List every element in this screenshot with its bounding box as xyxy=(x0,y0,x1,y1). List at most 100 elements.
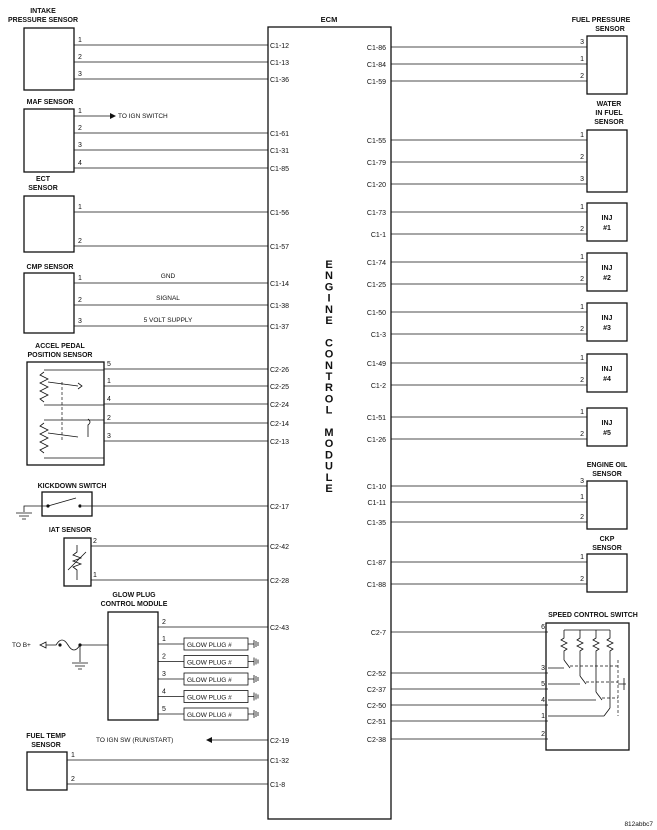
pin-number: 3 xyxy=(107,433,111,440)
fts-box xyxy=(26,751,68,791)
glow-plug-label: GLOW PLUG # xyxy=(187,642,232,649)
pin-number: 3 xyxy=(78,318,82,325)
generated-wires: 1C1-122C1-133C1-3612C1-613C1-314C1-851C1… xyxy=(67,37,628,789)
ect-sensor-title-2: SENSOR xyxy=(28,185,58,192)
ecm-connector-label: C2-43 xyxy=(270,625,289,632)
ecm-connector-label: C1-32 xyxy=(270,758,289,765)
ecm-vertical-letter: N xyxy=(325,304,333,316)
scs-dashed-links xyxy=(570,660,619,716)
ecm-connector-label: C1-51 xyxy=(367,415,386,422)
ecm-connector-label: C1-20 xyxy=(367,182,386,189)
pin-number: 3 xyxy=(78,142,82,149)
pin-number: 3 xyxy=(162,671,166,678)
ign-arrow-head xyxy=(206,737,212,743)
pin-number: 2 xyxy=(78,297,82,304)
ecm-vertical-letter: E xyxy=(325,483,332,495)
ecm-connector-label: C2-42 xyxy=(270,544,289,551)
gpcm-supply-wire xyxy=(39,639,108,670)
ecm-connector-label: C1-10 xyxy=(367,484,386,491)
pin-number: 2 xyxy=(71,776,75,783)
inj-1-box xyxy=(586,202,628,242)
fuel-pressure-sensor: FUEL PRESSURE SENSOR xyxy=(572,17,631,95)
pin-number: 2 xyxy=(93,538,97,545)
pin-number: 2 xyxy=(162,619,166,626)
inj-5-box xyxy=(586,407,628,447)
gpcm-title-1: GLOW PLUG xyxy=(112,592,156,599)
ecm-connector-label: C1-79 xyxy=(367,160,386,167)
kickdown-switch: KICKDOWN SWITCH xyxy=(16,483,107,520)
ecm-connector-label: C1-57 xyxy=(270,244,289,251)
ecm-vertical-letter: M xyxy=(324,427,333,439)
pin-number: 1 xyxy=(580,204,584,211)
pin-number: 2 xyxy=(580,431,584,438)
ign-note: TO IGN SW (RUN/START) xyxy=(96,737,173,744)
pin-number: 6 xyxy=(541,624,545,631)
app-resistor-1 xyxy=(39,371,49,403)
pin-number: 1 xyxy=(162,636,166,643)
scs-resistor-ladder xyxy=(560,629,614,708)
ecm-vertical-letter: O xyxy=(325,393,334,405)
wif-box xyxy=(586,129,628,193)
pin-number: 3 xyxy=(580,176,584,183)
ecm-vertical-letter: R xyxy=(325,382,333,394)
ecm-connector-label: C1-73 xyxy=(367,210,386,217)
ecm-connector-label: C2-50 xyxy=(367,703,386,710)
ckp-title-1: CKP xyxy=(600,536,615,543)
ecm-vertical-letter: I xyxy=(327,293,330,305)
ecm-vertical-letter: E xyxy=(325,315,332,327)
pin-number: 2 xyxy=(541,731,545,738)
scs-title: SPEED CONTROL SWITCH xyxy=(548,612,638,619)
ecm-connector-label: C1-59 xyxy=(367,79,386,86)
inj-4-box xyxy=(586,353,628,393)
pin-number: 5 xyxy=(541,681,545,688)
pin-number: 1 xyxy=(107,378,111,385)
cmp-sensor: CMP SENSOR GND SIGNAL 5 VOLT SUPPLY xyxy=(23,264,193,334)
pin-number: 1 xyxy=(78,275,82,282)
ecm-connector-label: C1-50 xyxy=(367,310,386,317)
ecm-connector-label: C2-19 xyxy=(270,738,289,745)
intake-pressure-sensor-title-2: PRESSURE SENSOR xyxy=(8,17,78,24)
gpcm-node-a xyxy=(58,643,62,647)
ecm-connector-label: C1-12 xyxy=(270,43,289,50)
ecm-connector-label: C1-56 xyxy=(270,210,289,217)
pin-number: 5 xyxy=(162,706,166,713)
ecm-connector-label: C2-51 xyxy=(367,719,386,726)
maf-sensor-box xyxy=(23,108,75,173)
ecm-vertical-letter: O xyxy=(325,438,334,450)
eos-title-1: ENGINE OIL xyxy=(587,462,628,469)
glow-plug-ground-icon xyxy=(248,710,259,718)
ecm-connector-label: C1-55 xyxy=(367,138,386,145)
pin-number: 2 xyxy=(580,276,584,283)
pin-number: 3 xyxy=(78,71,82,78)
pin-number: 2 xyxy=(580,377,584,384)
fps-title-2: SENSOR xyxy=(595,26,625,33)
inj-1-label: #1 xyxy=(603,225,611,232)
pin-number: 2 xyxy=(78,125,82,132)
ecm-connector-label: C2-13 xyxy=(270,439,289,446)
cmp-wire-signal: SIGNAL xyxy=(156,295,180,302)
pin-number: 2 xyxy=(107,415,111,422)
pin-number: 4 xyxy=(541,697,545,704)
ecm-connector-label: C1-36 xyxy=(270,77,289,84)
wif-title-1: WATER xyxy=(597,101,622,108)
inj-3-label: #3 xyxy=(603,325,611,332)
fts-title-1: FUEL TEMP xyxy=(26,733,66,740)
scs-box xyxy=(545,622,630,751)
inj-3-box xyxy=(586,302,628,342)
maf-arrow-head xyxy=(110,113,116,119)
inj-4-label: #4 xyxy=(603,376,611,383)
kickdown-title: KICKDOWN SWITCH xyxy=(38,483,107,490)
ecm-connector-label: C1-26 xyxy=(367,437,386,444)
ecm-vertical-letter: G xyxy=(325,281,334,293)
ecm-connector-label: C1-2 xyxy=(371,383,386,390)
pin-number: 1 xyxy=(580,56,584,63)
pin-number: 4 xyxy=(78,160,82,167)
app-internal xyxy=(44,369,104,459)
kickdown-box xyxy=(41,491,93,517)
cmp-sensor-title: CMP SENSOR xyxy=(27,264,74,271)
glow-plug-ground-icon xyxy=(248,675,259,683)
ecm-title: ECM xyxy=(321,15,338,24)
app-title-1: ACCEL PEDAL xyxy=(35,343,85,350)
